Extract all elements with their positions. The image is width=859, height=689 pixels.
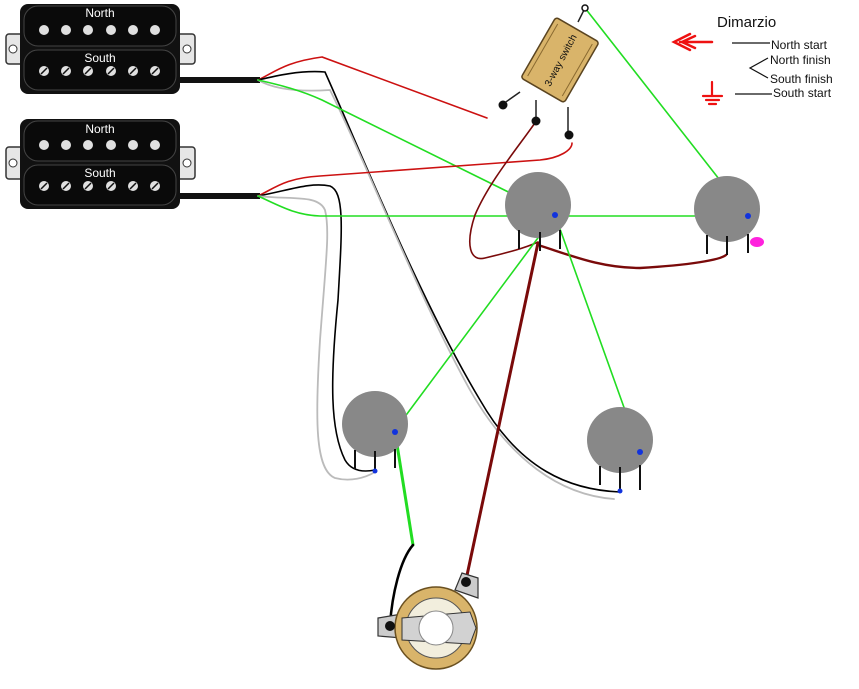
capacitor-marker [750,237,764,247]
ground-icon [701,80,724,106]
humbucker-pickup-2: North South [5,119,260,209]
wire-brown-switch [469,119,539,260]
wire-gray-pickup1 [257,79,615,500]
solder-point [745,213,751,219]
solder-point [372,468,378,474]
pot-body [587,407,653,473]
wire-red-pickup2 [257,142,573,197]
switch-terminal [581,4,589,12]
legend-north-finish: North finish [770,53,831,67]
wire-green-jack-tip [393,430,415,547]
solder-point [392,429,398,435]
switch-body [521,17,599,103]
north-coil-label: North [85,122,114,136]
wire-green-pickup1 [257,79,556,216]
north-coil [23,5,177,47]
pot-body [505,172,571,238]
pole-screws-south [39,181,160,191]
south-coil [23,164,177,206]
pickup-1-cable [178,77,260,83]
wire-red-pickup1 [257,56,488,119]
north-coil-label: North [85,6,114,20]
mount-screw-icon [182,158,192,168]
pole-pieces-north [39,25,160,35]
wire-brown-ground-bus [536,243,728,270]
wire-black-pickup2 [257,184,376,472]
pickup-2-cable [178,193,260,199]
south-coil-label: South [84,51,115,65]
solder-point [617,488,623,494]
color-legend: Dimarzio North start North finish South … [671,14,833,106]
wires [257,7,749,627]
legend-south-start: South start [773,86,832,100]
south-coil-label: South [84,166,115,180]
pot-body [342,391,408,457]
output-jack [377,572,479,670]
switch-terminal [531,116,541,126]
pole-screws-south [39,66,160,76]
north-coil [23,120,177,162]
wire-brown-jack-sleeve [464,241,540,582]
potentiometer-volume-2 [342,391,408,474]
potentiometer-volume-1 [505,172,571,251]
red-arrow-icon [671,32,714,52]
legend-south-finish: South finish [770,72,833,86]
switch-terminal [498,100,508,110]
jack-sleeve-terminal [461,577,471,587]
mount-screw-icon [182,44,192,54]
jack-tip-terminal [385,621,395,631]
legend-brand: Dimarzio [717,14,776,31]
potentiometer-tone-2 [587,407,653,494]
switch-terminal [564,130,574,140]
jack-hole [418,610,454,646]
legend-north-start: North start [771,38,828,52]
wire-green-vol-to-pot [394,214,556,431]
pole-pieces-north [39,140,160,150]
mount-screw-icon [8,158,18,168]
legend-bracket [748,57,769,79]
wire-black-pickup1 [257,70,621,493]
humbucker-pickup-1: North South [5,4,260,94]
wire-green-pickup2 [257,195,749,217]
south-coil [23,49,177,91]
switch-grain-line [527,23,559,77]
pot-body [694,176,760,242]
wire-gray-pickup2 [257,195,376,481]
switch-grain-line [561,43,593,97]
mount-screw-icon [8,44,18,54]
three-way-switch: 3-way switch [498,4,599,140]
potentiometer-tone-1 [694,176,764,255]
solder-point [552,212,558,218]
solder-point [637,449,643,455]
